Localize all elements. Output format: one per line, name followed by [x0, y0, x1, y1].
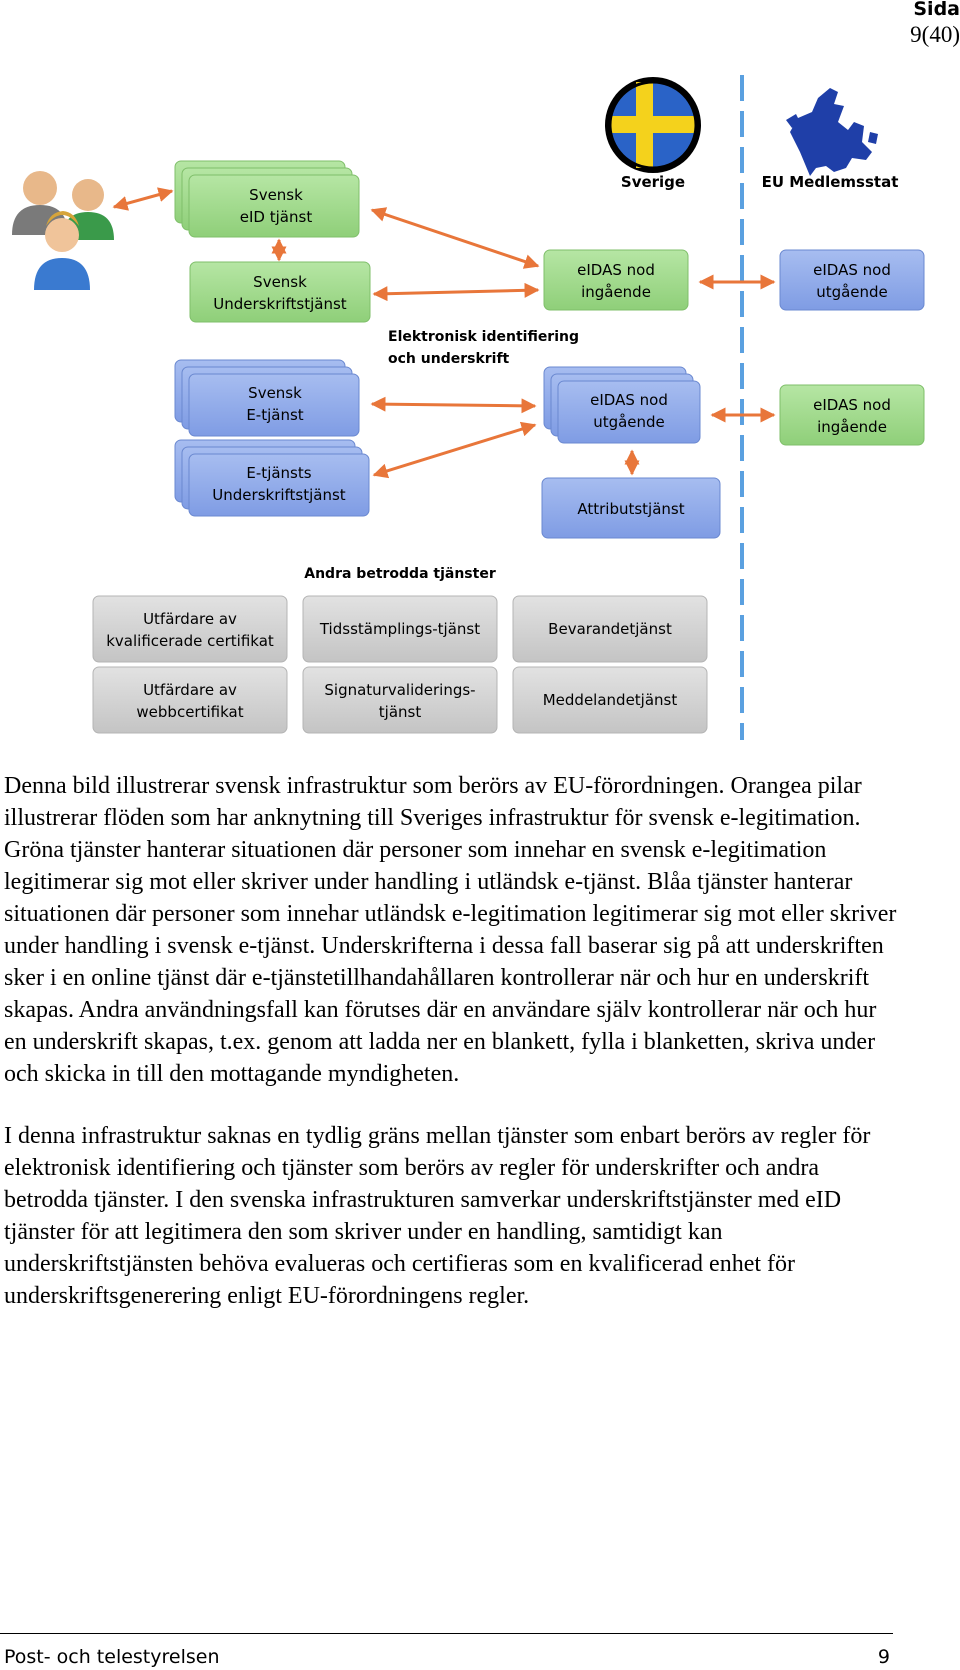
svensk-etjanst-line1: Svensk	[248, 384, 302, 402]
attributstjanst-label: Attributstjänst	[577, 500, 684, 518]
eidas-ingaende-se-line2: ingående	[581, 283, 651, 301]
flow-arrows	[112, 187, 776, 479]
svensk-etjanst-line2: E-tjänst	[246, 406, 303, 424]
infrastructure-diagram: Sverige EU Medlemsstat Svensk eID tjänst…	[12, 75, 925, 740]
footer-rule	[0, 1633, 893, 1634]
eidas-utgaende-se-line1: eIDAS nod	[590, 391, 668, 409]
arrow-etjansts-eidas	[372, 421, 537, 479]
trusted-service-delivery: Meddelandetjänst	[512, 666, 708, 734]
paragraph-1: Denna bild illustrerar svensk infrastruk…	[4, 773, 897, 1087]
eu-map-icon	[786, 88, 878, 176]
trusted-t5-line1: Signaturvaliderings-	[324, 681, 475, 699]
trusted-t4-line2: webbcertifikat	[136, 703, 243, 721]
trusted-service-timestamp: Tidsstämplings-tjänst	[302, 595, 498, 663]
trusted-t4-line1: Utfärdare av	[143, 681, 237, 699]
svensk-eid-line2: eID tjänst	[240, 208, 313, 226]
svensk-underskrift-line2: Underskriftstjänst	[213, 295, 347, 313]
arrow-etjanst-eidas	[370, 396, 537, 414]
page-label: Sida	[913, 0, 960, 20]
trusted-service-qualified-cert: Utfärdare av kvalificerade certifikat	[92, 595, 288, 663]
trusted-t2-label: Tidsstämplings-tjänst	[319, 620, 480, 638]
eidas-ingaende-eu-box: eIDAS nod ingående	[779, 384, 925, 446]
svensk-eid-line1: Svensk	[249, 186, 303, 204]
eidas-ingaende-se-line1: eIDAS nod	[577, 261, 655, 279]
etjansts-line1: E-tjänsts	[246, 464, 311, 482]
eidas-ingaende-se-box: eIDAS nod ingående	[543, 249, 689, 311]
sweden-flag-icon	[605, 77, 701, 173]
svensk-underskriftstjanst-box: Svensk Underskriftstjänst	[189, 261, 371, 323]
trusted-t5-line2: tjänst	[379, 703, 422, 721]
arrow-underskrift-eidas	[372, 282, 540, 302]
trusted-service-web-cert: Utfärdare av webbcertifikat	[92, 666, 288, 734]
body-text: Denna bild illustrerar svensk infrastruk…	[4, 770, 904, 1342]
users-icon	[12, 171, 114, 290]
eidas-utgaende-eu-box: eIDAS nod utgående	[779, 249, 925, 311]
eidas-ingaende-eu-line1: eIDAS nod	[813, 396, 891, 414]
eidas-utgaende-se-box: eIDAS nod utgående	[543, 366, 701, 444]
trusted-services-title: Andra betrodda tjänster	[304, 566, 496, 582]
trusted-service-signature-validation: Signaturvaliderings- tjänst	[302, 666, 498, 734]
arrow-users-eid	[112, 187, 174, 211]
svensk-eid-tjanst-box: Svensk eID tjänst	[174, 160, 360, 238]
trusted-t1-line2: kvalificerade certifikat	[106, 632, 274, 650]
trusted-t6-label: Meddelandetjänst	[543, 691, 678, 709]
eidas-utgaende-eu-line2: utgående	[816, 283, 888, 301]
trusted-service-preservation: Bevarandetjänst	[512, 595, 708, 663]
paragraph-2: I denna infrastruktur saknas en tydlig g…	[4, 1123, 871, 1309]
footer-page-number: 9	[877, 1646, 890, 1668]
eidas-utgaende-se-line2: utgående	[593, 413, 665, 431]
eu-label: EU Medlemsstat	[762, 173, 899, 191]
page-header: Sida 9(40)	[910, 0, 960, 49]
etjansts-line2: Underskriftstjänst	[212, 486, 346, 504]
footer-org: Post- och telestyrelsen	[4, 1646, 220, 1668]
page-number: 9(40)	[910, 22, 960, 47]
attributstjanst-box: Attributstjänst	[541, 477, 721, 539]
arrow-eid-eidas	[370, 207, 540, 269]
svensk-etjanst-box: Svensk E-tjänst	[174, 359, 360, 437]
eidas-ingaende-eu-line2: ingående	[817, 418, 887, 436]
page-footer: Post- och telestyrelsen 9	[4, 1646, 890, 1668]
center-label-line2: och underskrift	[388, 351, 510, 367]
center-label-line1: Elektronisk identifiering	[388, 329, 579, 345]
trusted-t3-label: Bevarandetjänst	[548, 620, 672, 638]
etjansts-underskriftstjanst-box: E-tjänsts Underskriftstjänst	[174, 439, 370, 517]
eidas-utgaende-eu-line1: eIDAS nod	[813, 261, 891, 279]
sweden-label: Sverige	[621, 173, 685, 191]
trusted-t1-line1: Utfärdare av	[143, 610, 237, 628]
svensk-underskrift-line1: Svensk	[253, 273, 307, 291]
